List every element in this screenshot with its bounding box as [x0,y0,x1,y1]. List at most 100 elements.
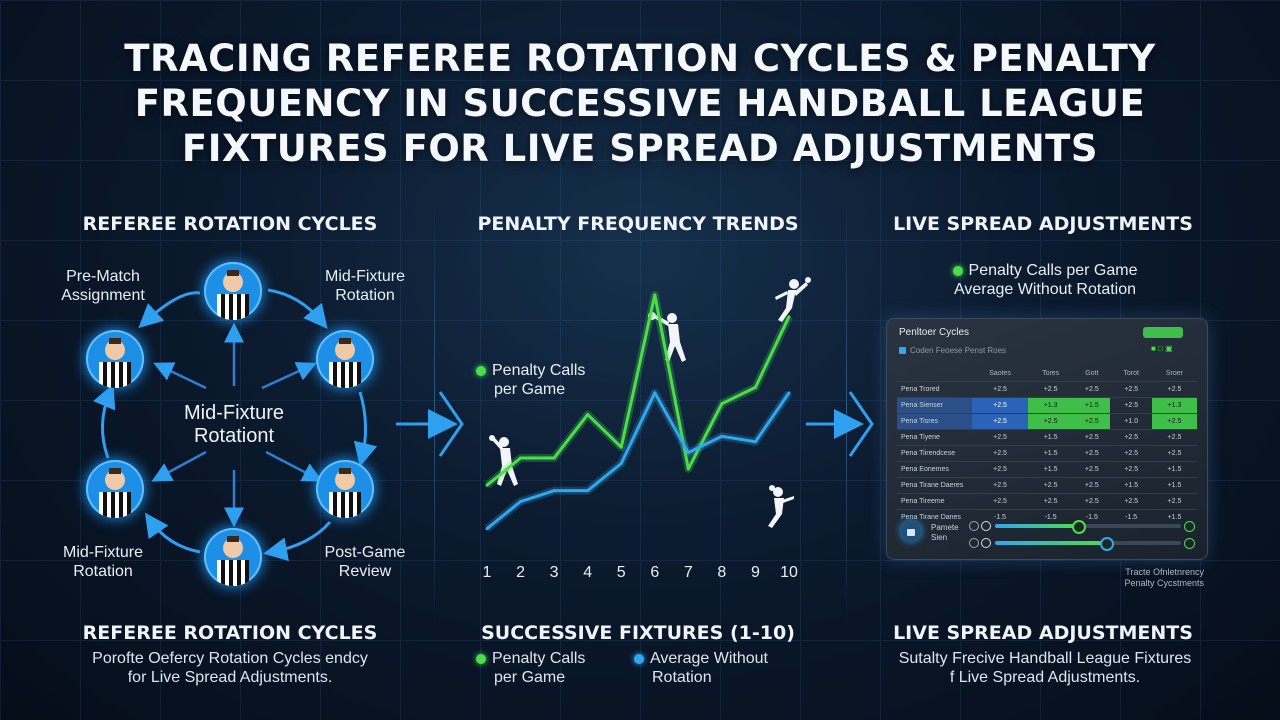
odds-cell[interactable]: +2.5 [1028,381,1074,398]
adjustment-slider[interactable] [995,537,1181,551]
odds-cell[interactable]: +2.5 [1073,477,1111,494]
odds-cell[interactable]: +2.5 [1073,493,1111,510]
odds-cell[interactable]: +1.5 [1110,477,1152,494]
table-row[interactable]: Pena Tiirendcese+2.5+1.5+2.5+2.5+2.5 [897,445,1197,462]
odds-cell[interactable]: +2.5 [972,413,1029,430]
referee-avatar [204,528,262,586]
table-row[interactable]: Pena Eonemes+2.5+1.5+2.5+2.5+1.5 [897,461,1197,478]
flow-arrow-chevron [438,391,464,457]
table-row[interactable]: Pena Tirane Daeres+2.5+2.5+2.5+1.5+1.5 [897,477,1197,494]
slider-mode-icon[interactable] [981,521,991,531]
spoke-arrow [151,450,207,482]
odds-cell[interactable]: +2.5 [1110,381,1152,398]
odds-cell[interactable]: -1.5 [972,509,1029,525]
legend-dot [952,265,963,276]
odds-cell[interactable]: +1.0 [1110,413,1152,430]
odds-cell[interactable]: +1.3 [1151,397,1197,414]
spoke-arrow [153,362,207,390]
cycle-arrow [263,521,332,562]
column-header-blank [897,365,972,382]
odds-cell[interactable]: +2.5 [972,397,1029,414]
odds-cell[interactable]: +2.5 [1110,429,1152,446]
column-header: Torot [1123,369,1139,377]
slider-end-icon[interactable] [1184,538,1195,549]
row-label: Pena Tiirendcese [897,445,972,462]
panel-subtitle: Coden Feoese Penst Roes [899,346,1006,355]
page-title: TRACING REFEREE ROTATION CYCLES & PENALT… [124,37,1156,170]
odds-cell[interactable]: +1.5 [1028,461,1074,478]
table-row[interactable]: Pena Sienser+2.5+1.3+1.5+2.5+1.3 [897,397,1197,414]
odds-cell[interactable]: +2.5 [972,381,1029,398]
right-section-heading: LIVE SPREAD ADJUSTMENTS [893,213,1193,235]
odds-cell[interactable]: +2.5 [972,461,1029,478]
adjustment-slider[interactable] [995,520,1181,534]
odds-cell[interactable]: +2.5 [1110,493,1152,510]
odds-cell[interactable]: +2.5 [1110,461,1152,478]
odds-cell[interactable]: +2.5 [1028,413,1074,430]
odds-cell[interactable]: +1.5 [1028,445,1074,462]
slider-start-icon[interactable] [969,521,979,531]
data-point [619,445,623,449]
odds-cell[interactable]: +2.5 [1110,397,1152,414]
data-point [720,402,724,406]
table-row[interactable]: Pena Tireeme+2.5+2.5+2.5+2.5+2.5 [897,493,1197,510]
odds-cell[interactable]: -1.5 [1028,509,1074,525]
right-caption-title: LIVE SPREAD ADJUSTMENTS [893,622,1193,644]
odds-cell[interactable]: +2.5 [1028,477,1074,494]
x-tick-label: 8 [717,564,726,581]
odds-cell[interactable]: +2.5 [972,477,1029,494]
data-point [753,440,757,444]
data-point [686,467,690,471]
odds-cell[interactable]: +2.5 [972,429,1029,446]
data-point [485,483,489,487]
table-row[interactable]: Pena Tisres+2.5+2.5+2.5+1.0+2.5 [897,413,1197,430]
odds-cell[interactable]: +2.5 [1073,429,1111,446]
odds-cell[interactable]: +2.5 [1151,429,1197,446]
odds-cell[interactable]: +1.5 [1028,429,1074,446]
left-caption-title: REFEREE ROTATION CYCLES [82,622,378,644]
odds-cell[interactable]: +2.5 [972,445,1029,462]
referee-avatar [204,262,262,320]
slider-handle[interactable] [1099,537,1114,551]
slider-start-icon[interactable] [969,538,979,548]
data-point [686,451,690,455]
row-label: Pena Sienser [897,397,972,414]
x-tick-label: 5 [617,564,626,581]
odds-cell[interactable]: +2.5 [1073,381,1111,398]
odds-cell[interactable]: +2.5 [1073,413,1111,430]
slider-end-icon[interactable] [1184,521,1195,532]
odds-cell[interactable]: +2.5 [1151,445,1197,462]
odds-cell[interactable]: +2.5 [1028,493,1074,510]
referee-avatar [316,460,374,518]
odds-cell[interactable]: +2.5 [1073,445,1111,462]
odds-cell[interactable]: +2.5 [1151,493,1197,510]
odds-cell[interactable]: +1.5 [1151,477,1197,494]
table-row[interactable]: Pena Tiyene+2.5+1.5+2.5+2.5+2.5 [897,429,1197,446]
panel-toolbar-icons[interactable]: ■ □ ▣ [1151,344,1173,353]
odds-cell[interactable]: +2.5 [1073,461,1111,478]
cycle-arrow [138,291,201,329]
odds-cell[interactable]: +2.5 [1151,413,1197,430]
column-header: Tores [1042,369,1060,377]
odds-cell[interactable]: +1.3 [1028,397,1074,414]
referee-avatar [86,330,144,388]
slider-handle[interactable] [1071,520,1086,534]
odds-cell[interactable]: +2.5 [972,493,1029,510]
referee-avatar [86,460,144,518]
odds-cell[interactable]: +1.5 [1151,461,1197,478]
x-tick-label: 7 [684,564,693,581]
odds-cell[interactable]: -1.5 [1110,509,1152,525]
slider-mode-icon[interactable] [981,538,991,548]
odds-cell[interactable]: +2.5 [1110,445,1152,462]
odds-cell[interactable]: +1.5 [1073,397,1111,414]
table-row[interactable]: Pena Trored+2.5+2.5+2.5+2.5+2.5 [897,381,1197,398]
odds-cell[interactable]: +2.5 [1151,381,1197,398]
